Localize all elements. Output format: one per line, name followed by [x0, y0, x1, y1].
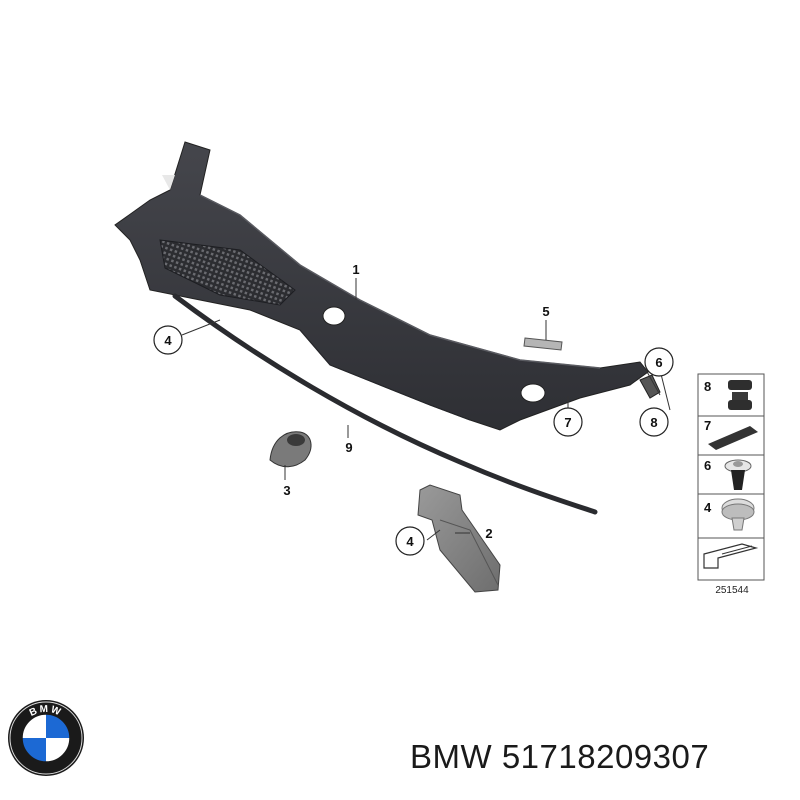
bmw-logo-lettering: BMW [28, 704, 62, 719]
end-clip-part [639, 374, 661, 399]
small-strip-part [523, 337, 563, 351]
callout-7-label: 7 [564, 415, 571, 430]
bracket-part [417, 484, 501, 593]
part-caption: BMW 51718209307 [410, 738, 790, 776]
legend-table: 8 7 6 4 [697, 373, 765, 581]
callout-4-label-bottom: 4 [406, 534, 414, 549]
seal-strip-part [172, 293, 598, 515]
arrow-symbol-icon [703, 543, 759, 569]
callout-4-label-top: 4 [164, 333, 172, 348]
rubber-buffer-icon [728, 380, 752, 410]
bmw-logo-icon: BMW [8, 700, 84, 776]
caption-part-number: 51718209307 [501, 738, 710, 775]
callout-8-circle [639, 407, 669, 437]
callout-5-label: 5 [542, 304, 549, 319]
cowl-panel-part [114, 141, 649, 431]
callout-8-label: 8 [650, 415, 657, 430]
callout-4-circle-bottom [395, 526, 425, 556]
callout-6-label: 6 [655, 355, 662, 370]
callout-7-circle [553, 407, 583, 437]
clip-grommet-icon [721, 498, 755, 531]
grommet-cap-part [269, 431, 312, 468]
callout-4-circle-top [153, 325, 183, 355]
legend-number-8: 8 [704, 379, 711, 394]
callout-1-label: 1 [352, 262, 359, 277]
caption-brand: BMW [410, 738, 493, 775]
svg-text:BMW: BMW [28, 704, 64, 719]
legend-row-8: 8 [704, 379, 752, 410]
callout-2-label: 2 [485, 526, 492, 541]
leader-lines [181, 278, 671, 541]
legend-row-6: 6 [704, 458, 752, 490]
legend-row-7: 7 [704, 418, 758, 450]
legend-number-6: 6 [704, 458, 711, 473]
callout-6-circle [644, 347, 674, 377]
diagram-number: 251544 [715, 585, 749, 596]
legend-number-4: 4 [704, 500, 712, 515]
expanding-rivet-icon [724, 459, 752, 490]
legend-number-7: 7 [704, 418, 711, 433]
callout-9-label: 9 [345, 440, 352, 455]
callout-3-label: 3 [283, 483, 290, 498]
foam-strip-icon [708, 426, 758, 450]
legend-row-4: 4 [704, 498, 755, 531]
